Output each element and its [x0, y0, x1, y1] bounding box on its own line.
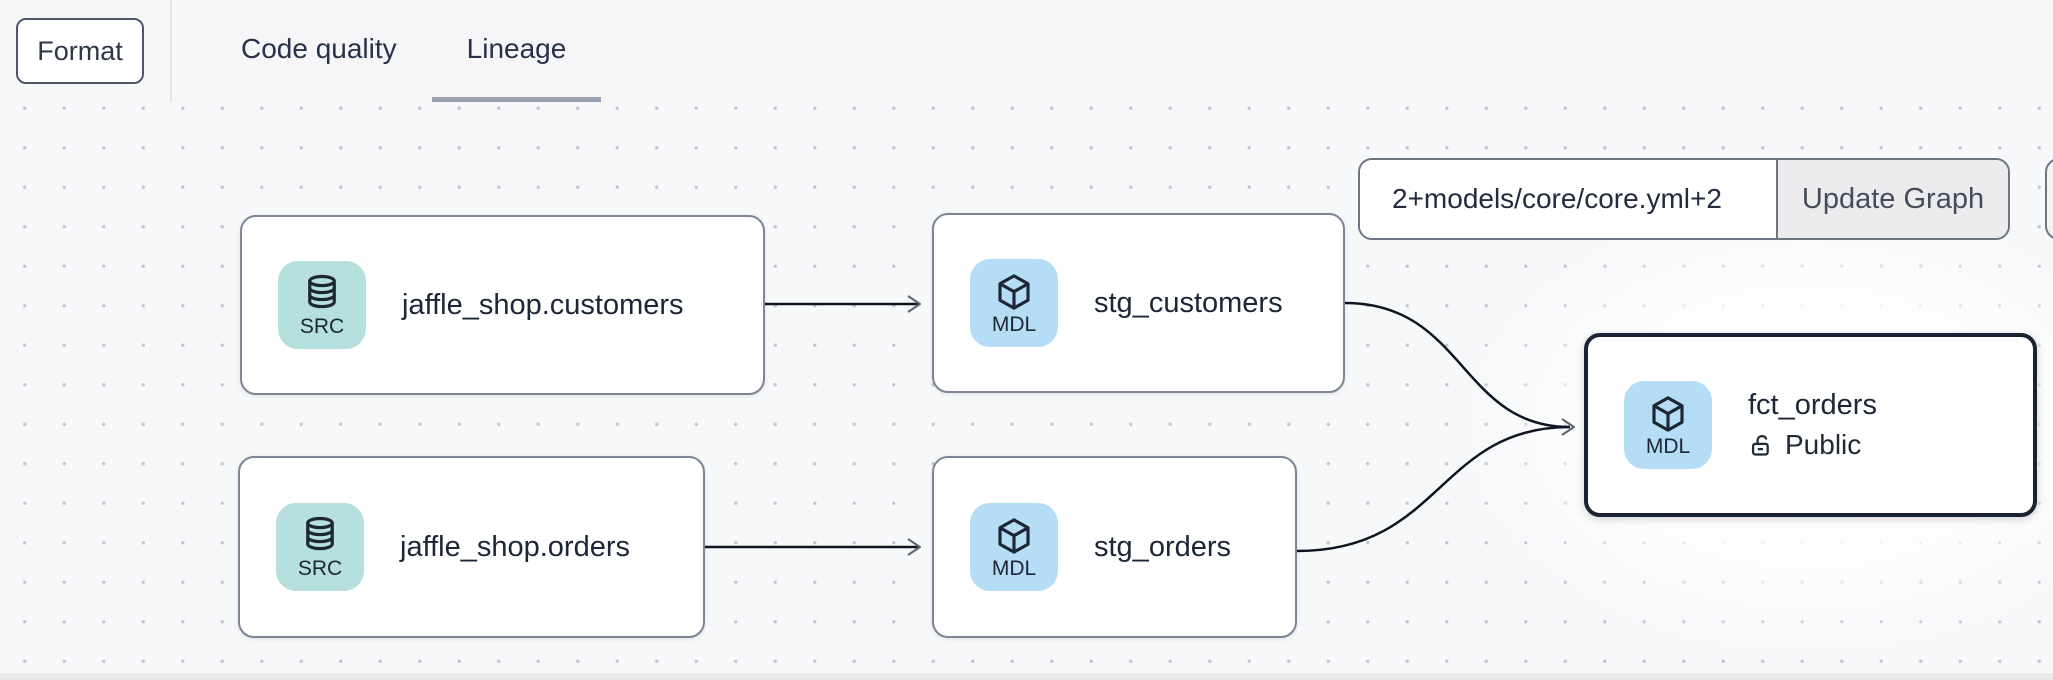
edge-stg-customers-to-fct-orders: [1344, 301, 1571, 429]
lineage-canvas[interactable]: SRC jaffle_shop.customers MDL stg_custom…: [0, 102, 2053, 680]
panel-tabs: Code quality Lineage: [206, 0, 602, 102]
arrowhead: [907, 295, 921, 313]
access-label: Public: [1785, 429, 1862, 460]
edge-stg-orders-to-fct-orders: [1296, 425, 1571, 553]
edges-layer: [705, 295, 1575, 556]
access-row: Public: [1748, 429, 1877, 461]
node-label: fct_orders: [1748, 389, 1877, 421]
tab-code-quality[interactable]: Code quality: [241, 32, 397, 64]
toolbar-divider: [170, 0, 172, 102]
node-badge: MDL: [991, 557, 1037, 580]
model-icon-tile: MDL: [970, 503, 1058, 591]
node-badge: MDL: [991, 313, 1037, 336]
node-badge: MDL: [1645, 435, 1691, 458]
node-jaffle-shop-customers[interactable]: SRC jaffle_shop.customers: [240, 215, 765, 395]
source-icon-tile: SRC: [276, 503, 364, 591]
cube-icon: [998, 274, 1030, 310]
node-stg-orders[interactable]: MDL stg_orders: [932, 456, 1297, 638]
model-icon-tile: MDL: [1624, 381, 1712, 469]
cube-icon: [1652, 396, 1684, 432]
node-fct-orders[interactable]: MDL fct_orders Public: [1584, 333, 2037, 517]
node-text: fct_orders Public: [1748, 389, 1877, 461]
lock-open-icon: [1751, 434, 1769, 456]
node-jaffle-shop-orders[interactable]: SRC jaffle_shop.orders: [238, 456, 705, 638]
arrowhead: [1561, 418, 1575, 436]
model-icon-tile: MDL: [970, 259, 1058, 347]
partial-button[interactable]: [2045, 158, 2053, 240]
node-badge: SRC: [297, 557, 343, 580]
editor-toolbar: Format Code quality Lineage: [0, 0, 2053, 102]
node-badge: SRC: [299, 315, 345, 338]
selector-input[interactable]: [1360, 160, 1776, 238]
node-stg-customers[interactable]: MDL stg_customers: [932, 213, 1345, 393]
node-label: jaffle_shop.orders: [400, 530, 631, 563]
node-label: stg_orders: [1094, 530, 1232, 563]
source-icon-tile: SRC: [278, 261, 366, 349]
arrowhead: [907, 538, 921, 556]
lineage-selector-group: Update Graph: [1358, 158, 2010, 240]
cube-icon: [998, 518, 1030, 554]
node-label: jaffle_shop.customers: [402, 288, 684, 321]
tab-lineage[interactable]: Lineage: [431, 0, 602, 102]
database-icon: [308, 274, 336, 309]
node-label: stg_customers: [1094, 286, 1283, 319]
update-graph-button[interactable]: Update Graph: [1776, 160, 2008, 238]
database-icon: [306, 516, 334, 551]
bottom-pane-edge: [0, 673, 2053, 680]
format-button[interactable]: Format: [16, 18, 144, 84]
